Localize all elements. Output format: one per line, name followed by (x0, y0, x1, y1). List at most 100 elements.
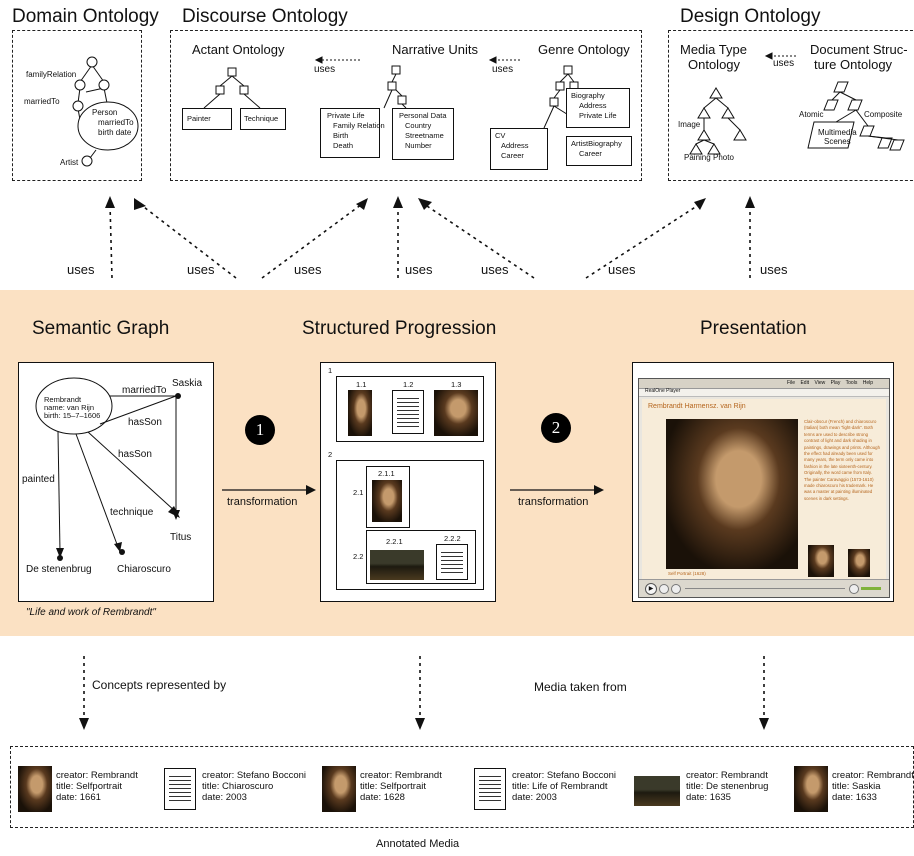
media-title: title: Selfportrait (56, 781, 122, 792)
graph-married-to: marriedTo (122, 385, 167, 396)
graph-technique: technique (110, 507, 154, 518)
uses-arrows (105, 196, 755, 279)
player-menu[interactable]: File Edit View Play Tools Help (787, 379, 873, 388)
player-address-bar[interactable] (639, 389, 889, 397)
domain-ontology-title: Domain Ontology (12, 6, 159, 27)
media-creator: creator: Rembrandt (832, 770, 914, 781)
composite-label: Composite (864, 110, 903, 119)
cv-line2: Address (501, 141, 529, 150)
artist-bio-line1: ArtistBiography (571, 139, 622, 148)
discourse-ontology-graph (203, 56, 581, 129)
step-2-badge: 2 (541, 413, 571, 443)
media-date: date: 2003 (202, 792, 247, 803)
menu-tools[interactable]: Tools (845, 380, 858, 386)
prog-s211: 2.1.1 (378, 469, 395, 478)
narrative-box-1: Private Life Family Relation Birth Death (320, 108, 385, 158)
menu-file[interactable]: File (787, 380, 796, 386)
media-date: date: 1635 (686, 792, 731, 803)
media-creator: creator: Rembrandt (56, 770, 138, 781)
person-married-to-label: marriedTo (98, 118, 134, 127)
prog-s22: 2.2 (353, 552, 364, 561)
rembrandt-node-label: Rembrandt (44, 395, 82, 404)
narrative-box2-line1: Personal Data (399, 111, 447, 120)
prog-s2: 2 (328, 450, 333, 459)
rembrandt-name: name: van Rijn (44, 403, 95, 412)
bio-line1: Biography (571, 91, 605, 100)
menu-edit[interactable]: Edit (800, 380, 810, 386)
prog-s21: 2.1 (353, 488, 364, 497)
prog-landscape-2-2-1 (370, 550, 424, 580)
uses-label-small-2: uses (492, 64, 514, 75)
discourse-ontology-title: Discourse Ontology (182, 6, 348, 27)
birth-date-label: birth date (98, 128, 132, 137)
prog-s11: 1.1 (356, 380, 367, 389)
graph-saskia: Saskia (172, 378, 203, 389)
bio-line3: Private Life (579, 111, 617, 120)
technique-box: Technique (240, 108, 286, 130)
image-label: Image (678, 120, 701, 129)
annotated-media-label: Annotated Media (376, 838, 460, 850)
menu-view[interactable]: View (814, 380, 826, 386)
artist-biography-box: ArtistBiography Career (566, 136, 632, 166)
player-body-text: Clair-obscur (French) and chiaroscuro (I… (804, 419, 880, 501)
genre-ontology-title: Genre Ontology (538, 42, 630, 57)
narrative-box1-line4: Death (333, 141, 354, 150)
graph-de-stenenbrug: De stenenbrug (26, 564, 92, 575)
narrative-box-2: Personal Data Country Streetname Number (392, 108, 454, 160)
graph-titus: Titus (170, 532, 192, 543)
biography-box: Biography Address Private Life (566, 88, 630, 128)
stop-button[interactable] (659, 584, 669, 594)
domain-ontology-graph (72, 56, 139, 167)
graph-has-son-2: hasSon (118, 449, 152, 460)
portrait-thumbnail (794, 766, 828, 812)
uses-label-3: uses (294, 262, 322, 277)
portrait-thumbnail (18, 766, 52, 812)
media-title: title: Chiaroscuro (202, 781, 274, 792)
presentation-title: Presentation (700, 318, 807, 339)
uses-label-small-1: uses (314, 64, 336, 75)
paining-label: Paining (684, 153, 711, 162)
player-heading: Rembrandt Harmensz. van Rijn (648, 403, 746, 410)
menu-play[interactable]: Play (830, 380, 841, 386)
player-titlebar: RealOne Player File Edit View Play Tools… (639, 379, 889, 394)
volume-icon[interactable] (849, 584, 859, 594)
prog-portrait-2-1-1 (372, 480, 402, 522)
prog-s12: 1.2 (403, 380, 414, 389)
next-button[interactable] (671, 584, 681, 594)
player-main-portrait (666, 419, 798, 569)
prog-s13: 1.3 (451, 380, 462, 389)
player-thumb-1[interactable] (808, 545, 834, 577)
artist-label: Artist (60, 158, 79, 167)
semantic-graph-edges (35, 377, 181, 561)
rembrandt-birth: birth: 15–7–1606 (44, 411, 101, 420)
menu-help[interactable]: Help (862, 380, 874, 386)
narrative-box1-line1: Private Life (327, 111, 365, 120)
graph-caption: "Life and work of Rembrandt" (26, 607, 156, 618)
cv-line3: Career (501, 151, 524, 160)
scenes-label: Scenes (824, 137, 851, 146)
artist-bio-line2: Career (579, 149, 602, 158)
family-relation-label: familyRelation (26, 70, 77, 79)
narrative-box2-line4: Number (405, 141, 432, 150)
portrait-thumbnail (322, 766, 356, 812)
narrative-box1-line2: Family Relation (333, 121, 385, 130)
play-button[interactable]: ▶ (645, 583, 657, 595)
narrative-units-title: Narrative Units (392, 42, 478, 57)
married-to-label: marriedTo (24, 97, 60, 106)
graph-chiaroscuro: Chiaroscuro (117, 564, 171, 575)
concepts-represented-label: Concepts represented by (92, 678, 227, 692)
graph-has-son-1: hasSon (128, 417, 162, 428)
narrative-box1-line3: Birth (333, 131, 349, 140)
media-arrows (79, 656, 769, 730)
media-title: title: Life of Rembrandt (512, 781, 608, 792)
media-creator: creator: Stefano Bocconi (202, 770, 307, 781)
bio-line2: Address (579, 101, 607, 110)
volume-slider[interactable] (861, 587, 881, 590)
landscape-thumbnail (634, 776, 680, 806)
player-thumb-2[interactable] (848, 549, 870, 577)
person-label: Person (92, 108, 118, 117)
painter-box: Painter (182, 108, 232, 130)
media-title: title: Selfportrait (360, 781, 426, 792)
seek-bar[interactable] (685, 588, 845, 589)
media-title: title: Saskia (832, 781, 881, 792)
